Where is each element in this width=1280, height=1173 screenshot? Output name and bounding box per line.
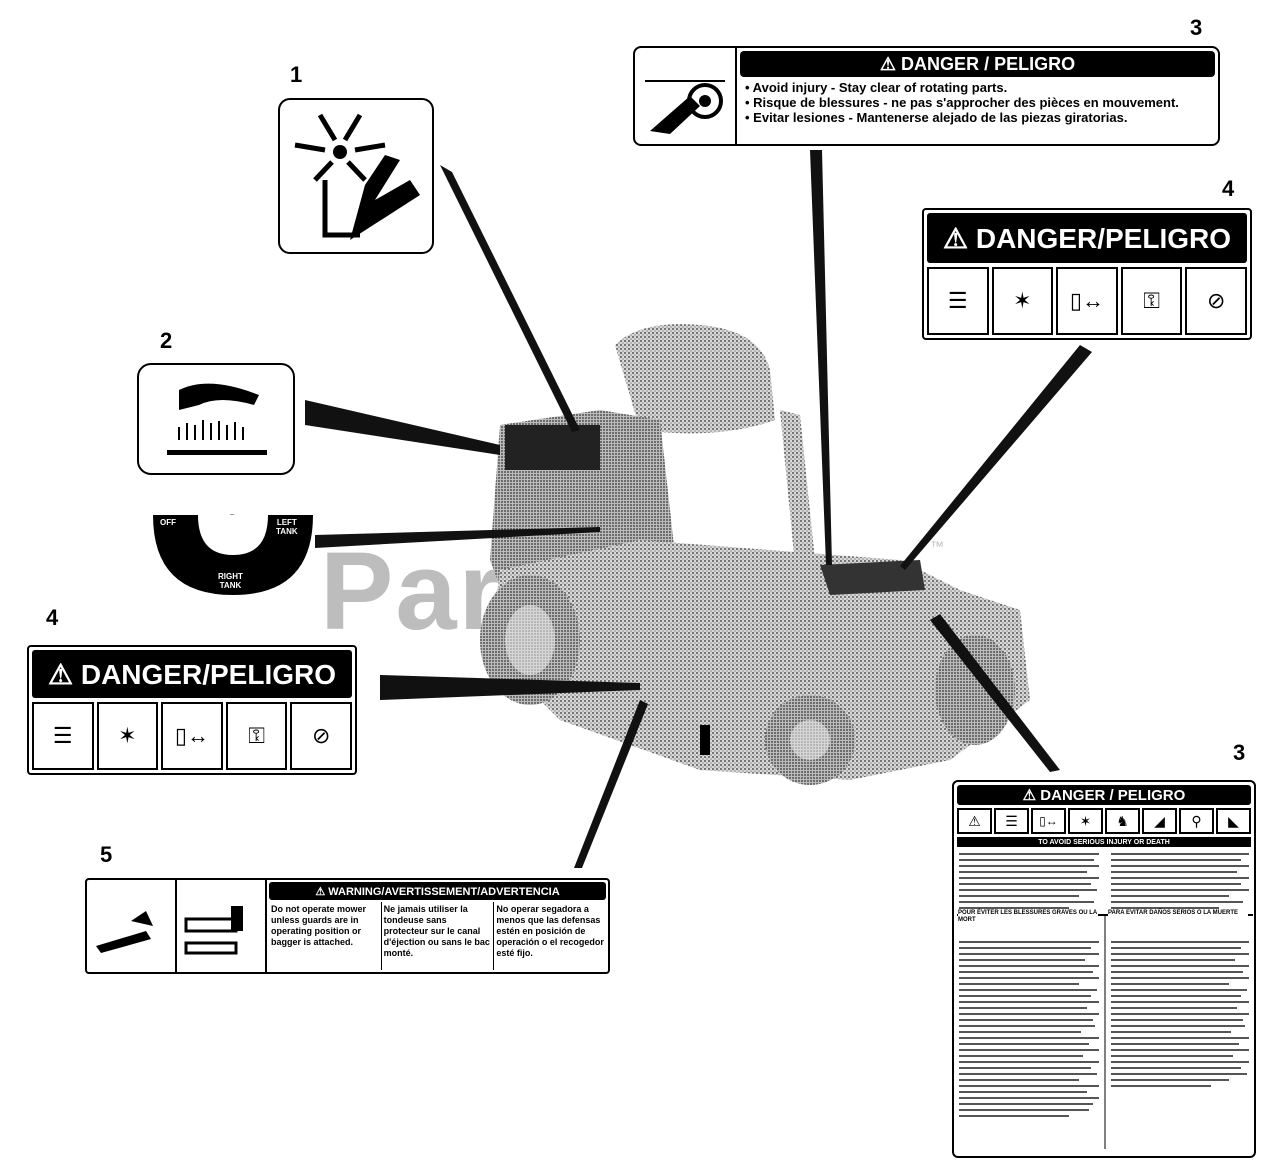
- rotating-line-fr: • Risque de blessures - ne pas s'approch…: [745, 95, 1179, 110]
- thrown-objects-icon: ✶: [96, 702, 159, 770]
- keep-distance-icon: ▯↔: [1056, 267, 1118, 335]
- rotating-parts-picto: [635, 48, 737, 144]
- thrown-objects-icon: ✶: [991, 267, 1054, 335]
- slope-icon: ◢: [1142, 808, 1177, 834]
- callout-3-bottom: 3: [1233, 740, 1246, 765]
- decal-3-large-danger: ⚠ DANGER / PELIGRO ⚠ ☰ ▯↔ ✶ ♞ ◢ ⚲ ◣ TO A…: [952, 780, 1256, 1158]
- callout-4-right: 4: [1222, 176, 1235, 201]
- warning-col-en: Do not operate mower unless guards are i…: [269, 902, 382, 970]
- remove-key-icon: ⚿: [225, 702, 288, 770]
- warning-picto-1: [87, 880, 177, 972]
- large-danger-sub-en: TO AVOID SERIOUS INJURY OR DEATH: [957, 837, 1251, 847]
- watermark-trademark: ™: [930, 538, 944, 554]
- fuel-off-label: OFF: [160, 518, 176, 527]
- incline-icon: ◣: [1216, 808, 1251, 834]
- fuel-right-label: RIGHT TANK: [218, 572, 243, 590]
- rotating-line-en: • Avoid injury - Stay clear of rotating …: [745, 80, 1008, 95]
- remove-key-icon: ⚿: [1120, 267, 1183, 335]
- rotating-line-es: • Evitar lesiones - Mantenerse alejado d…: [745, 110, 1128, 125]
- callout-2: 2: [160, 328, 173, 353]
- warning-triangle-icon: ⚠: [957, 808, 992, 834]
- callout-3-top: 3: [1190, 15, 1203, 40]
- discharge-hazard-icon: [96, 911, 153, 953]
- read-manual-icon: ☰: [994, 808, 1029, 834]
- rider-icon: ♞: [1105, 808, 1140, 834]
- foot-hazard-icon: ⊘: [1185, 267, 1247, 335]
- hot-surface-icon: [167, 383, 267, 455]
- read-manual-icon: ☰: [927, 267, 989, 335]
- decal-2-hot-surface: [137, 363, 295, 475]
- passenger-icon: ⚲: [1179, 808, 1214, 834]
- keep-distance-icon: ▯↔: [161, 702, 223, 770]
- warning-picto-2: [177, 880, 267, 972]
- foot-hazard-icon: ⊘: [290, 702, 352, 770]
- warning-col-es: No operar segadora a menos que las defen…: [496, 904, 604, 958]
- rotating-parts-title: ⚠ DANGER / PELIGRO: [740, 51, 1215, 77]
- danger-left-title: ⚠ DANGER/PELIGRO: [32, 650, 352, 698]
- read-manual-icon: ☰: [32, 702, 94, 770]
- large-danger-sub-es: PARA EVITAR DAÑOS SERIOS O LA MUERTE: [1108, 910, 1248, 917]
- large-danger-text-block: [957, 853, 1253, 1149]
- keep-distance-icon: ▯↔: [1031, 808, 1066, 834]
- large-danger-title: ⚠ DANGER / PELIGRO: [957, 785, 1251, 805]
- warning-col-fr: Ne jamais utiliser la tondeuse sans prot…: [382, 902, 495, 970]
- large-danger-sub-fr: POUR ÉVITER LES BLESSURES GRAVES OU LA M…: [958, 910, 1098, 924]
- decal-5-warning: ⚠ WARNING/AVERTISSEMENT/ADVERTENCIA Do n…: [85, 878, 610, 974]
- decal-3-rotating-parts: ⚠ DANGER / PELIGRO • Avoid injury - Stay…: [633, 46, 1220, 146]
- warning-title: ⚠ WARNING/AVERTISSEMENT/ADVERTENCIA: [269, 882, 606, 900]
- callout-5: 5: [100, 842, 113, 867]
- decal-1-fan-hazard: [278, 98, 434, 254]
- decal-4-left-danger: ⚠ DANGER/PELIGRO ☰ ✶ ▯↔ ⚿ ⊘: [27, 645, 357, 775]
- guard-position-icon: [184, 906, 243, 955]
- thrown-objects-icon: ✶: [1068, 808, 1103, 834]
- callout-4-left: 4: [46, 605, 59, 630]
- fan-hazard-icon: [294, 113, 420, 240]
- rotating-belt-icon: [645, 80, 725, 134]
- decal-4-right-danger: ⚠ DANGER/PELIGRO ☰ ✶ ▯↔ ⚿ ⊘: [922, 208, 1252, 340]
- danger-right-title: ⚠ DANGER/PELIGRO: [927, 213, 1247, 263]
- callout-1: 1: [290, 62, 303, 87]
- decal-3-fuel-selector: [153, 515, 313, 595]
- fuel-left-label: LEFT TANK: [276, 518, 298, 536]
